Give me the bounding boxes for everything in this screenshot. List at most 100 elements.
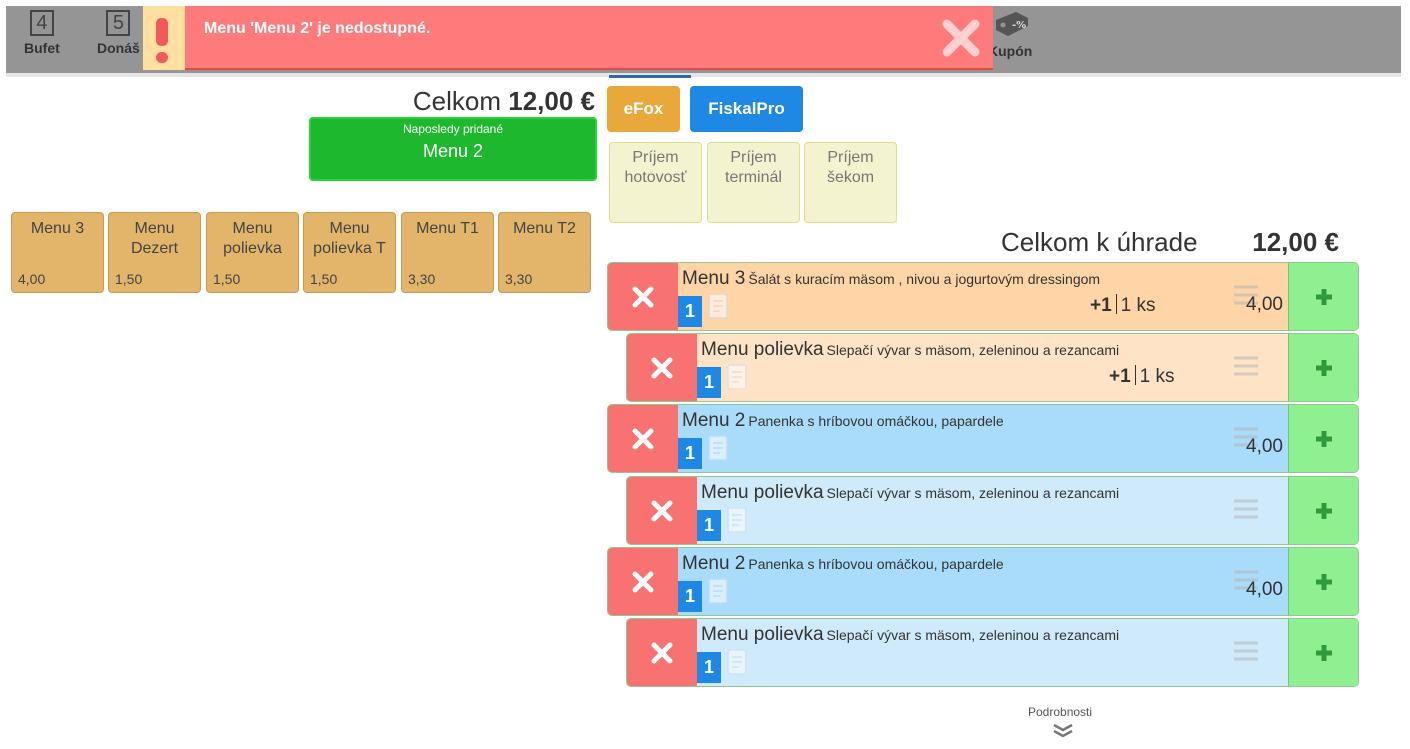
drag-handle-icon[interactable] — [1233, 284, 1259, 306]
drag-handle-icon[interactable] — [1233, 426, 1259, 448]
note-icon[interactable] — [725, 505, 749, 535]
toolbar-button-donas[interactable]: 5 Donáš — [97, 10, 140, 56]
details-toggle[interactable]: Podrobnosti — [1028, 705, 1093, 719]
notification-message: Menu 'Menu 2' je nedostupné. — [204, 20, 431, 37]
menu-button-price: 3,30 — [408, 271, 436, 287]
note-icon[interactable] — [706, 576, 730, 606]
delete-item-button[interactable] — [608, 405, 678, 472]
delete-item-button[interactable] — [627, 334, 697, 401]
drag-handle-icon[interactable] — [1233, 355, 1259, 377]
menu-button-menu-3[interactable]: Menu 3 4,00 — [11, 212, 104, 293]
menu-button-name: Menu T1 — [416, 220, 479, 237]
plus-icon — [1316, 645, 1332, 661]
note-icon[interactable] — [706, 291, 730, 321]
menu-button-price: 1,50 — [310, 271, 338, 287]
plus-icon — [1316, 360, 1332, 376]
toolbar-button-label: Bufet — [24, 40, 60, 56]
table-number-icon: 5 — [106, 10, 131, 36]
plus-icon — [1316, 289, 1332, 305]
item-name: Menu 2 — [682, 553, 746, 574]
menu-button-menu-polievka[interactable]: Menu polievka 1,50 — [206, 212, 299, 293]
payment-label: Príjem šekom — [826, 149, 875, 186]
payment-check-button[interactable]: Príjem šekom — [804, 142, 897, 223]
delete-icon — [651, 357, 673, 379]
add-item-button[interactable] — [1288, 263, 1358, 330]
drag-handle-icon[interactable] — [1233, 498, 1259, 520]
plus-icon — [1316, 574, 1332, 590]
add-item-button[interactable] — [1288, 405, 1358, 472]
item-description: Panenka s hríbovou omáčkou, papardele — [748, 413, 1004, 429]
menu-button-menu-polievka-t[interactable]: Menu polievka T 1,50 — [303, 212, 396, 293]
toolbar-divider — [6, 73, 1401, 77]
menu-button-name: Menu polievka — [223, 220, 282, 257]
drag-handle-icon[interactable] — [1233, 569, 1259, 591]
add-item-button[interactable] — [1288, 548, 1358, 615]
total-value: 12,00 € — [508, 86, 595, 116]
menu-button-price: 1,50 — [213, 271, 241, 287]
note-icon[interactable] — [725, 362, 749, 392]
efox-button[interactable]: eFox — [607, 86, 680, 132]
last-added-name: Menu 2 — [422, 141, 484, 161]
toolbar-button-label: Kupón — [988, 43, 1033, 59]
item-price: 4,00 — [1246, 579, 1283, 600]
drag-handle-icon[interactable] — [1233, 640, 1259, 662]
item-quantity-badge[interactable]: 1 — [678, 296, 702, 327]
order-total: Celkom 12,00 € — [413, 86, 595, 117]
menu-button-menu-t1[interactable]: Menu T1 3,30 — [401, 212, 494, 293]
add-item-button[interactable] — [1288, 619, 1358, 686]
last-added-button[interactable]: Naposledy pridané Menu 2 — [309, 117, 597, 181]
toolbar-button-label: Donáš — [97, 40, 140, 56]
delete-item-button[interactable] — [627, 619, 697, 686]
toolbar-button-coupon[interactable]: -% Kupón — [988, 10, 1032, 59]
chevron-double-down-icon[interactable] — [1052, 722, 1074, 738]
fiskalpro-button[interactable]: FiskalPro — [690, 86, 803, 132]
amount-due-number: 12,00 € — [1252, 227, 1339, 257]
item-quantity-badge[interactable]: 1 — [697, 652, 721, 683]
delete-icon — [632, 571, 654, 593]
coupon-icon: -% — [996, 12, 1029, 36]
add-item-button[interactable] — [1288, 477, 1358, 544]
alert-icon — [143, 6, 185, 70]
delete-icon — [632, 428, 654, 450]
menu-button-name: Menu 3 — [30, 220, 85, 237]
item-price: 4,00 — [1246, 294, 1283, 315]
item-description: Slepačí vývar s mäsom, zeleninou a rezan… — [826, 342, 1120, 358]
increment-value: +1 — [1090, 295, 1112, 316]
amount-due-value: 12,00 € — [1252, 227, 1339, 258]
close-icon[interactable] — [941, 18, 981, 58]
payment-cash-button[interactable]: Príjem hotovosť — [609, 142, 702, 223]
item-quantity-badge[interactable]: 1 — [697, 510, 721, 541]
item-quantity-badge[interactable]: 1 — [678, 438, 702, 469]
item-quantity-badge[interactable]: 1 — [678, 581, 702, 612]
delete-icon — [651, 642, 673, 664]
item-name: Menu polievka — [701, 624, 824, 645]
increment-value: +1 — [1109, 366, 1131, 387]
payment-terminal-button[interactable]: Príjem terminál — [707, 142, 800, 223]
item-name: Menu 3 — [682, 268, 746, 289]
active-tab-indicator — [609, 75, 691, 78]
delete-item-button[interactable] — [608, 263, 678, 330]
menu-button-menu-dezert[interactable]: Menu Dezert 1,50 — [108, 212, 201, 293]
item-count: 1 ks — [1139, 366, 1175, 387]
note-icon[interactable] — [725, 647, 749, 677]
item-increment: +1 1 ks — [1109, 365, 1175, 388]
payment-label: Príjem terminál — [725, 149, 782, 186]
delete-item-button[interactable] — [608, 548, 678, 615]
item-description: Panenka s hríbovou omáčkou, papardele — [748, 556, 1004, 572]
item-name: Menu 2 — [682, 410, 746, 431]
toolbar-button-bufet[interactable]: 4 Bufet — [24, 10, 60, 56]
note-icon[interactable] — [706, 433, 730, 463]
item-quantity-badge[interactable]: 1 — [697, 367, 721, 398]
add-item-button[interactable] — [1288, 334, 1358, 401]
delete-item-button[interactable] — [627, 477, 697, 544]
menu-button-menu-t2[interactable]: Menu T2 3,30 — [498, 212, 591, 293]
